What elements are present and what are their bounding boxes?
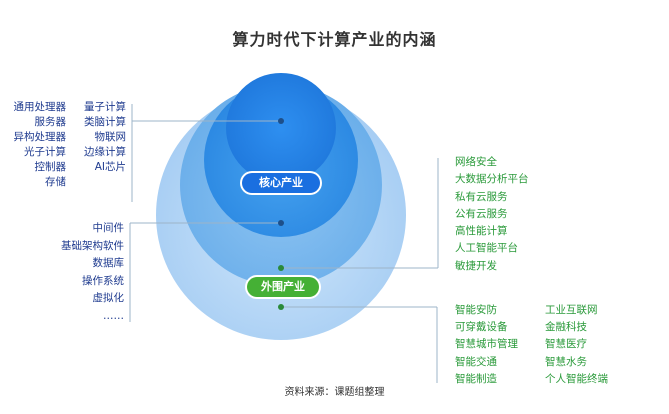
hardware-item: 类脑计算	[84, 116, 126, 128]
hardware-item: 存储	[45, 176, 66, 188]
hardware-item: AI芯片	[94, 161, 126, 173]
core-circle	[226, 73, 336, 183]
hardware-item: 控制器	[34, 161, 67, 173]
source-note: 资料来源：课题组整理	[284, 387, 385, 398]
services-dot	[278, 265, 284, 271]
outer-industry-badge: 外围产业	[247, 277, 319, 297]
connector-lines	[129, 104, 439, 383]
core-dot	[278, 118, 284, 124]
software-item: 数据库	[92, 257, 125, 269]
hardware-item: 服务器	[34, 116, 67, 128]
applications-dot	[278, 304, 284, 310]
software-item: 操作系统	[82, 274, 124, 287]
hardware-list-col2: 量子计算 类脑计算 物联网 边缘计算 AI芯片	[70, 100, 126, 175]
application-item: 智能交通	[455, 355, 497, 368]
service-item: 高性能计算	[455, 225, 508, 238]
software-item: 虚拟化	[92, 292, 125, 304]
applications-list-col2: 工业互联网 金融科技 智慧医疗 智慧水务 个人智能终端	[545, 302, 608, 388]
service-item: 网络安全	[455, 156, 497, 168]
service-item: 私有云服务	[455, 190, 508, 203]
software-list: 中间件 基础架构软件 数据库 操作系统 虚拟化 ……	[30, 220, 124, 325]
service-item: 敏捷开发	[455, 259, 497, 272]
hardware-item: 量子计算	[84, 101, 126, 113]
application-item: 金融科技	[545, 321, 587, 334]
service-item: 人工智能平台	[455, 242, 518, 255]
software-item: 中间件	[92, 222, 125, 234]
service-item: 公有云服务	[455, 207, 508, 220]
software-item: ……	[103, 309, 124, 322]
application-item: 智能制造	[455, 372, 497, 385]
application-item: 智慧医疗	[545, 338, 587, 351]
application-item: 智能安防	[455, 304, 497, 316]
application-item: 智慧城市管理	[455, 338, 518, 351]
hardware-item: 光子计算	[24, 146, 66, 158]
services-list: 网络安全 大数据分析平台 私有云服务 公有云服务 高性能计算 人工智能平台 敏捷…	[455, 154, 529, 275]
hardware-item: 异构处理器	[13, 131, 67, 143]
software-item: 基础架构软件	[61, 239, 124, 252]
application-item: 智慧水务	[545, 355, 587, 368]
application-item: 可穿戴设备	[455, 321, 508, 334]
service-item: 大数据分析平台	[455, 173, 529, 186]
hardware-item: 通用处理器	[13, 101, 67, 113]
application-item: 工业互联网	[545, 304, 598, 316]
application-item: 个人智能终端	[545, 372, 608, 385]
hardware-list-col1: 通用处理器 服务器 异构处理器 光子计算 控制器 存储	[0, 100, 67, 190]
diagram-title: 算力时代下计算产业的内涵	[232, 30, 437, 49]
applications-list-col1: 智能安防 可穿戴设备 智慧城市管理 智能交通 智能制造	[455, 302, 518, 388]
software-dot	[278, 220, 284, 226]
core-industry-badge: 核心产业	[242, 173, 320, 193]
hardware-item: 边缘计算	[84, 146, 126, 158]
hardware-item: 物联网	[94, 131, 127, 143]
